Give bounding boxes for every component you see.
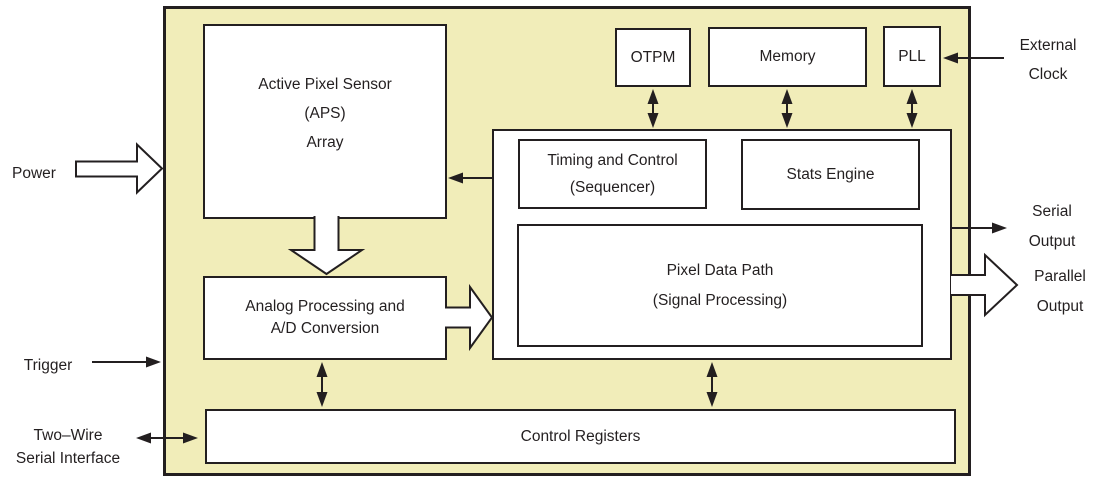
power-label: Power [12,165,56,182]
block-timing-control: Timing and Control (Sequencer) [518,139,707,209]
external-clock-label: External Clock [1019,37,1077,83]
block-otpm: OTPM [615,28,691,87]
block-aps-array: Active Pixel Sensor (APS) Array [203,24,447,219]
block-memory: Memory [708,27,867,87]
trigger-arrow-icon [92,356,161,368]
block-analog-processing: Analog Processing and A/D Conversion [203,276,447,360]
block-label-line: Timing and Control [547,152,678,169]
block-label-line: OTPM [630,48,676,66]
block-pixel-data-path: Pixel Data Path (Signal Processing) [517,224,923,347]
block-control-registers: Control Registers [205,409,956,464]
block-label-line: Pixel Data Path [666,261,774,279]
block-label-line: Stats Engine [786,165,875,183]
serial-output-label: Serial Output [1028,203,1076,250]
block-label-line: Control Registers [520,427,641,445]
block-label-line: Active Pixel Sensor [258,76,392,93]
parallel-output-label: Parallel Output [1034,268,1086,315]
block-label-line: Array [306,134,344,151]
block-label-line: (APS) [304,105,346,122]
block-label-line: (Signal Processing) [652,291,788,309]
trigger-label: Trigger [23,357,73,374]
power-arrow-icon [75,142,164,195]
block-label-line: Analog Processing and [245,298,405,315]
block-label-line: PLL [898,47,926,65]
block-label-line: Memory [759,48,816,65]
block-stats-engine: Stats Engine [741,139,920,210]
block-label-line: (Sequencer) [569,179,656,196]
block-label-line: A/D Conversion [270,320,380,337]
block-pll: PLL [883,26,941,87]
two-wire-serial-interface-label: Two–Wire Serial Interface [15,427,121,467]
